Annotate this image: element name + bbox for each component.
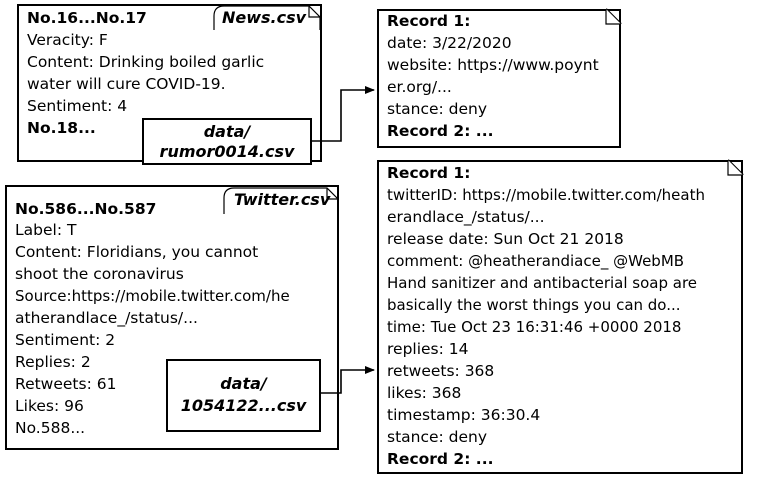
- twitter-record-line-7: time: Tue Oct 23 16:31:46 +0000 2018: [387, 318, 682, 336]
- news-file-line2: rumor0014.csv: [159, 142, 295, 161]
- twitter-record-line-0: Record 1:: [387, 164, 471, 182]
- twitter-line-0: No.586...No.587: [15, 200, 157, 218]
- news-tag-outline: [213, 5, 321, 30]
- twitter-file-line2: 1054122...csv: [180, 396, 307, 415]
- news-tag-fold: [308, 6, 320, 18]
- twitter-record-line-11: timestamp: 36:30.4: [387, 406, 541, 424]
- twitter-csv-tag: Twitter.csv: [234, 190, 331, 209]
- twitter-tag-fold: [326, 188, 338, 200]
- news-record-line-2: website: https://www.poynt: [387, 56, 599, 74]
- news-file-box: data/ rumor0014.csv: [142, 118, 312, 165]
- news-record-line-5: Record 2: ...: [387, 122, 494, 140]
- twitter-line-5: atherandlace_/status/...: [15, 309, 198, 327]
- twitter-line-4: Source:https://mobile.twitter.com/he: [15, 287, 290, 305]
- twitter-record-fold-inner: [727, 160, 743, 176]
- news-record-box: Record 1: date: 3/22/2020 website: https…: [377, 9, 621, 148]
- twitter-record-line-4: comment: @heatherandiace_ @WebMB: [387, 252, 685, 270]
- twitter-record-box: Record 1: twitterID: https://mobile.twit…: [377, 160, 743, 474]
- news-line-0: No.16...No.17: [27, 9, 147, 27]
- news-record-line-3: er.org/...: [387, 78, 452, 96]
- twitter-file-line1: data/: [220, 374, 267, 393]
- twitter-record-line-1: twitterID: https://mobile.twitter.com/he…: [387, 186, 705, 204]
- twitter-record-line-9: retweets: 368: [387, 362, 495, 380]
- twitter-line-3: shoot the coronavirus: [15, 265, 184, 283]
- news-line-3: water will cure COVID-19.: [27, 75, 226, 93]
- news-arrow: [312, 86, 375, 142]
- news-line-4: Sentiment: 4: [27, 97, 128, 115]
- twitter-line-8: Retweets: 61: [15, 375, 117, 393]
- twitter-file-box: data/ 1054122...csv: [166, 359, 321, 432]
- twitter-record-line-6: basically the worst things you can do...: [387, 296, 681, 314]
- news-record-line-1: date: 3/22/2020: [387, 34, 512, 52]
- twitter-line-7: Replies: 2: [15, 353, 91, 371]
- twitter-record-line-3: release date: Sun Oct 21 2018: [387, 230, 624, 248]
- twitter-line-10: No.588...: [15, 419, 86, 437]
- twitter-line-1: Label: T: [15, 221, 77, 239]
- news-line-2: Content: Drinking boiled garlic: [27, 53, 265, 71]
- twitter-record-line-8: replies: 14: [387, 340, 469, 358]
- twitter-tag-outline: [223, 187, 339, 214]
- news-record-fold-inner: [605, 9, 621, 25]
- news-line-1: Veracity: F: [27, 31, 108, 49]
- twitter-record-line-13: Record 2: ...: [387, 450, 494, 468]
- news-line-5: No.18...: [27, 119, 96, 137]
- twitter-record-line-12: stance: deny: [387, 428, 488, 446]
- twitter-arrow: [321, 366, 375, 394]
- news-record-line-4: stance: deny: [387, 100, 488, 118]
- twitter-line-9: Likes: 96: [15, 397, 84, 415]
- news-csv-box: No.16...No.17 Veracity: F Content: Drink…: [17, 4, 322, 162]
- twitter-line-6: Sentiment: 2: [15, 331, 116, 349]
- news-file-line1: data/: [203, 122, 251, 141]
- news-record-line-0: Record 1:: [387, 12, 471, 30]
- news-csv-tag: News.csv: [222, 8, 307, 27]
- twitter-line-2: Content: Floridians, you cannot: [15, 243, 259, 261]
- twitter-record-line-10: likes: 368: [387, 384, 462, 402]
- twitter-record-line-5: Hand sanitizer and antibacterial soap ar…: [387, 274, 698, 292]
- twitter-record-line-2: erandlace_/status/...: [387, 208, 545, 226]
